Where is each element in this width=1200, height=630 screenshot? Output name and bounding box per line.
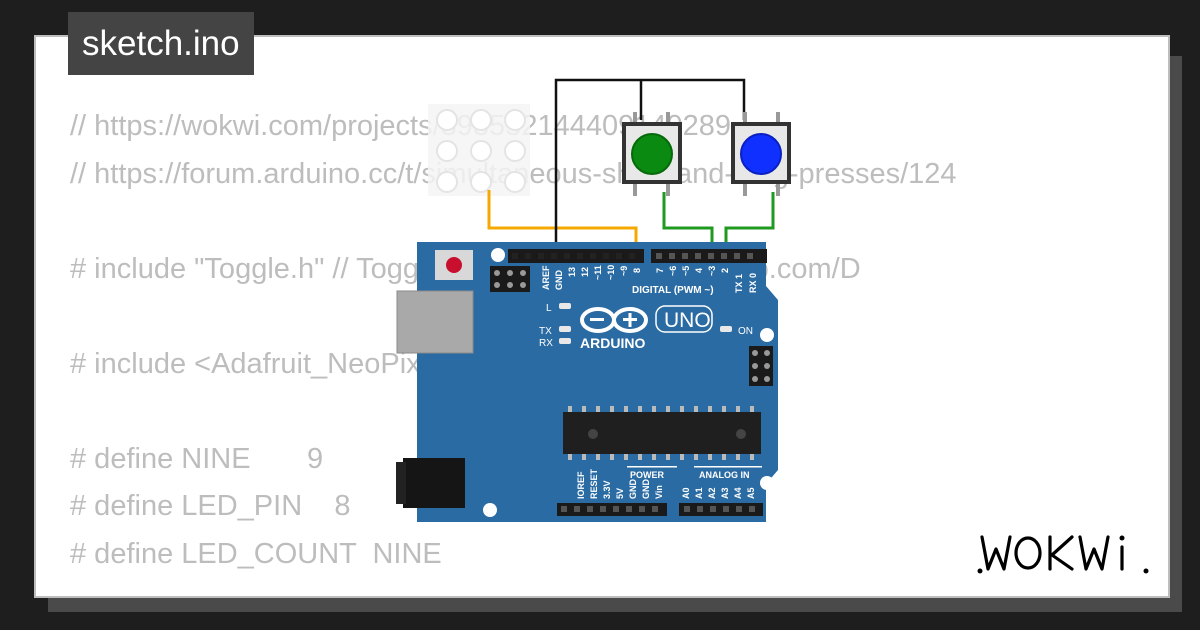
button-cap[interactable] — [631, 133, 673, 175]
neopixel-led — [436, 140, 458, 162]
mounting-hole — [483, 503, 497, 517]
icsp-header-2 — [749, 346, 773, 386]
pin-label: 13 — [567, 267, 577, 277]
pin-label: 8 — [632, 268, 642, 273]
code-line: # define LED_PIN 8 — [70, 490, 351, 522]
digital-header-left[interactable] — [508, 249, 644, 263]
neopixel-led — [470, 140, 492, 162]
arduino-wordmark: ARDUINO — [580, 335, 645, 351]
led-rx — [559, 338, 571, 344]
led-on — [720, 326, 732, 332]
pushbutton-green[interactable] — [622, 112, 682, 196]
pin-label: A2 — [707, 487, 717, 499]
mounting-hole — [491, 248, 505, 262]
pin-label: 2 — [720, 268, 730, 273]
icsp-header — [490, 266, 530, 292]
wokwi-logo — [977, 535, 1149, 574]
pin-label: ~10 — [606, 265, 616, 280]
pin-label-aref: AREF — [541, 265, 551, 290]
pushbutton-blue[interactable] — [731, 112, 791, 196]
uno-label: UNO — [664, 309, 711, 332]
neopixel-led — [504, 140, 526, 162]
pin-label: A3 — [720, 487, 730, 499]
pin-label: IOREF — [576, 471, 586, 499]
pin-label: 12 — [580, 267, 590, 277]
pin-label: ~3 — [707, 266, 717, 276]
neopixel-led — [504, 109, 526, 131]
neopixel-led — [436, 109, 458, 131]
gnd-wire[interactable] — [554, 78, 746, 258]
neopixel-matrix[interactable] — [428, 104, 530, 196]
pin-label: GND — [628, 479, 638, 500]
mounting-hole — [760, 476, 774, 490]
pin-label: 5V — [615, 488, 625, 499]
neopixel-led — [470, 109, 492, 131]
pin-label: 4 — [694, 268, 704, 273]
led-label-l: L — [546, 303, 552, 314]
pin-label: GND — [641, 479, 651, 500]
pin-label: A0 — [681, 487, 691, 499]
code-line: # define NINE 9 — [70, 442, 324, 475]
led-tx — [559, 326, 571, 332]
pin-label: A5 — [746, 487, 756, 499]
led-l — [559, 303, 571, 309]
pin-label: RESET — [589, 468, 599, 499]
led-label-tx: TX — [539, 326, 552, 337]
pin-label: TX 1 — [734, 274, 744, 293]
pin-label: ~11 — [593, 265, 603, 280]
pin-label: ~9 — [619, 266, 629, 276]
usb-connector — [396, 290, 474, 354]
pin-label: 3.3V — [602, 480, 612, 499]
pin-label: ~6 — [668, 266, 678, 276]
code-line: # define LED_COUNT NINE — [70, 537, 442, 570]
analog-label: ANALOG IN — [699, 470, 750, 480]
pin-label-gnd: GND — [554, 270, 564, 291]
button-cap[interactable] — [740, 133, 782, 175]
neopixel-led — [436, 171, 458, 193]
mounting-hole — [760, 328, 774, 342]
power-label: POWER — [630, 470, 665, 480]
power-jack — [403, 458, 465, 508]
file-title: sketch.ino — [68, 12, 254, 75]
led-label-rx: RX — [539, 338, 553, 349]
pin-label: A1 — [694, 487, 704, 499]
pin-label: Vin — [654, 485, 664, 499]
arduino-logo — [580, 307, 648, 333]
uno-badge — [655, 305, 713, 333]
neopixel-led — [470, 171, 492, 193]
pin-label: ~5 — [681, 266, 691, 276]
led-label-on: ON — [738, 326, 753, 337]
reset-button[interactable] — [446, 257, 462, 273]
power-header[interactable] — [557, 503, 667, 516]
neopixel-led — [504, 171, 526, 193]
arduino-uno-board[interactable]: AREF GND 13 12 ~11 ~10 ~9 8 7 ~6 ~5 4 ~3… — [396, 242, 778, 522]
pin-label: 7 — [655, 268, 665, 273]
pin-label: A4 — [733, 487, 743, 499]
pin-label: RX 0 — [748, 273, 758, 293]
digital-label: DIGITAL (PWM ~) — [632, 285, 714, 296]
